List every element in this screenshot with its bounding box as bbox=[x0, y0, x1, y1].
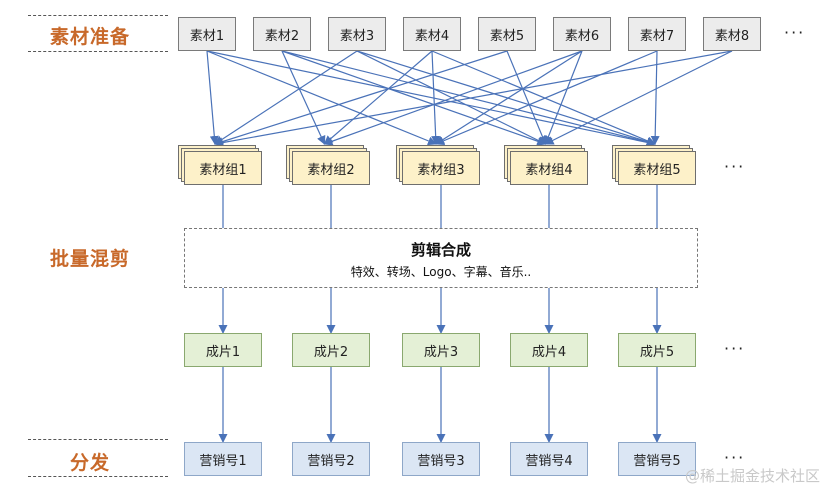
product-box: 成片4 bbox=[510, 333, 588, 367]
material-box: 素材7 bbox=[628, 17, 686, 51]
arrow-material-to-group bbox=[206, 50, 656, 147]
ellipsis-groups: ··· bbox=[724, 157, 746, 176]
group-box: 素材组3 bbox=[402, 151, 480, 185]
stage-label-distribute: 分发 bbox=[70, 452, 111, 474]
group-box: 素材组4 bbox=[510, 151, 588, 185]
divider-distribute-top bbox=[28, 439, 168, 440]
account-box: 营销号1 bbox=[184, 442, 262, 476]
stage-label-prep: 素材准备 bbox=[50, 26, 131, 48]
arrow-material-to-group bbox=[650, 50, 660, 145]
edit-title: 剪辑合成 bbox=[410, 241, 471, 259]
account-box: 营销号2 bbox=[292, 442, 370, 476]
arrow-material-to-group bbox=[435, 50, 658, 146]
account-box: 营销号4 bbox=[510, 442, 588, 476]
material-box: 素材3 bbox=[328, 17, 386, 51]
group-box: 素材组2 bbox=[292, 151, 370, 185]
arrow-material-to-group bbox=[206, 50, 437, 146]
arrow-material-to-group bbox=[323, 50, 583, 146]
arrow-material-to-group bbox=[281, 50, 326, 145]
arrow-material-to-group bbox=[431, 50, 441, 145]
product-box: 成片5 bbox=[618, 333, 696, 367]
product-box: 成片1 bbox=[184, 333, 262, 367]
edit-subtitle: 特效、转场、Logo、字幕、音乐.. bbox=[350, 265, 532, 279]
ellipsis-materials: ··· bbox=[784, 23, 806, 42]
divider-distribute-bottom bbox=[28, 476, 168, 477]
group-box: 素材组1 bbox=[184, 151, 262, 185]
divider-prep bbox=[28, 51, 168, 52]
material-box: 素材5 bbox=[478, 17, 536, 51]
divider-top bbox=[28, 15, 168, 16]
material-box: 素材2 bbox=[253, 17, 311, 51]
account-box: 营销号5 bbox=[618, 442, 696, 476]
arrow-material-to-group bbox=[356, 50, 547, 145]
arrow-material-to-group bbox=[431, 50, 656, 146]
watermark: @稀土掘金技术社区 bbox=[684, 467, 820, 485]
arrow-material-to-group bbox=[214, 50, 733, 148]
arrow-material-to-group bbox=[356, 50, 656, 146]
ellipsis-products: ··· bbox=[724, 339, 746, 358]
arrow-material-to-group bbox=[506, 50, 547, 145]
material-box: 素材6 bbox=[553, 17, 611, 51]
account-box: 营销号3 bbox=[402, 442, 480, 476]
material-box: 素材1 bbox=[178, 17, 236, 51]
arrow-material-to-group bbox=[214, 50, 358, 145]
arrow-material-to-group bbox=[544, 50, 733, 145]
edit-compose-box: 剪辑合成 特效、转场、Logo、字幕、音乐.. bbox=[184, 228, 698, 288]
arrow-material-to-group bbox=[435, 50, 583, 145]
arrow-material-to-group bbox=[281, 50, 656, 147]
material-box: 素材4 bbox=[403, 17, 461, 51]
arrow-material-to-group bbox=[323, 50, 433, 145]
product-box: 成片3 bbox=[402, 333, 480, 367]
product-box: 成片2 bbox=[292, 333, 370, 367]
arrow-material-to-group bbox=[281, 50, 547, 146]
group-box: 素材组5 bbox=[618, 151, 696, 185]
arrow-material-to-group bbox=[214, 50, 508, 146]
stage-label-mix: 批量混剪 bbox=[50, 248, 131, 270]
ellipsis-accounts: ··· bbox=[724, 448, 746, 467]
material-box: 素材8 bbox=[703, 17, 761, 51]
arrow-material-to-group bbox=[544, 50, 583, 145]
arrow-material-to-group bbox=[206, 50, 219, 145]
